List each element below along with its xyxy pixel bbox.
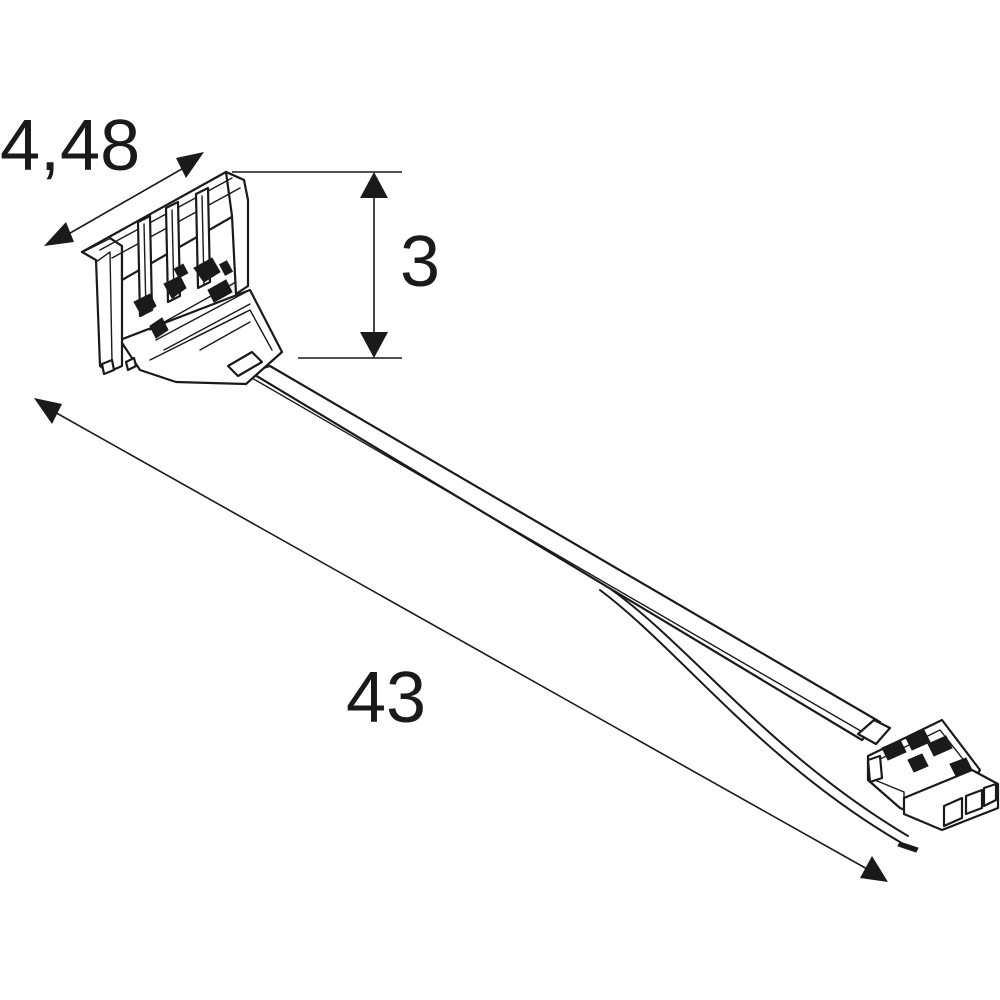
ribbon-cable [248, 364, 882, 742]
contact-6 [173, 263, 189, 279]
height-arrow-bottom [360, 332, 388, 358]
socket-3 [982, 782, 998, 808]
width-label: 4,48 [0, 106, 140, 186]
ribbon-seam [251, 377, 867, 735]
length-label: 43 [346, 658, 426, 738]
height-dimension: 3 [232, 171, 440, 359]
contact-7 [218, 260, 234, 276]
foot-1 [100, 358, 116, 376]
plug-latch [866, 754, 884, 784]
width-dimension-line [57, 161, 195, 241]
plug-edge [873, 729, 971, 769]
loose-wire [599, 589, 901, 843]
contact-1 [133, 293, 157, 317]
length-arrow-left [34, 398, 62, 424]
plate-ridge [199, 321, 251, 351]
plug-contact-3 [927, 735, 953, 757]
plug-contact-4 [907, 753, 929, 773]
loose-wire-outline [611, 589, 909, 837]
wire-tip [897, 841, 919, 853]
length-arrow-right [860, 856, 888, 882]
length-dimension-line [43, 405, 877, 875]
plug-side-edge [869, 777, 905, 809]
width-arrow-left [44, 222, 74, 246]
socket-2 [964, 788, 984, 816]
socket-1 [942, 796, 964, 828]
left-connector [80, 170, 284, 386]
contact-rail-3 [163, 303, 251, 351]
contact-3 [193, 257, 221, 283]
base-plate-edge [149, 309, 273, 361]
housing-side-tab [224, 170, 250, 296]
right-connector [856, 718, 1000, 832]
cable-collar [856, 718, 892, 746]
contact-clusters [133, 257, 234, 339]
foot-2 [124, 356, 138, 372]
width-arrow-right [176, 152, 204, 178]
plate-ridge-2 [189, 311, 247, 341]
height-label: 3 [400, 222, 440, 302]
contact-rail-1 [149, 281, 237, 331]
contact-2 [163, 275, 187, 299]
length-dimension: 43 [34, 398, 888, 882]
housing-front-ridge [95, 251, 113, 363]
width-dimension: 4,48 [0, 106, 204, 246]
flat-cable [248, 364, 919, 853]
height-arrow-top [360, 172, 388, 198]
contact-rail-2 [155, 291, 247, 341]
plate-slot [226, 350, 264, 378]
